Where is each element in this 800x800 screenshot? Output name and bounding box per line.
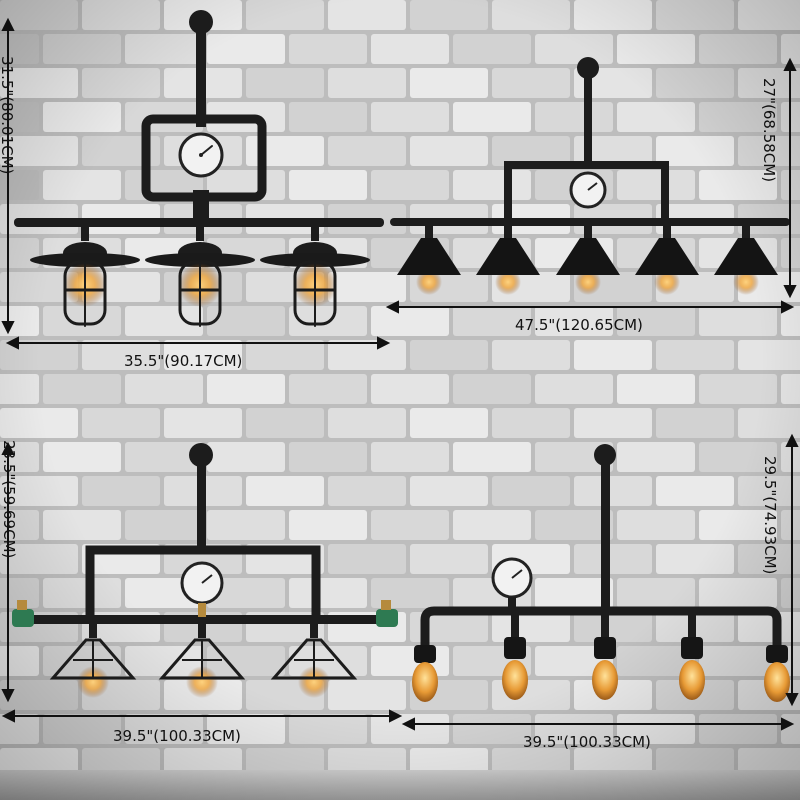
cone-shade <box>397 226 461 295</box>
bare-bulb <box>764 645 790 702</box>
bare-bulb <box>412 645 438 702</box>
fixture-bottom-left <box>12 443 398 698</box>
width-label-bottom-left: 39.5"(100.33CM) <box>113 727 241 745</box>
cone-shade <box>556 226 620 295</box>
pressure-gauge-icon <box>491 557 533 611</box>
bare-bulb <box>592 615 618 700</box>
width-label-top-right: 47.5"(120.65CM) <box>515 316 643 334</box>
width-label-bottom-right: 39.5"(100.33CM) <box>523 733 651 751</box>
pressure-gauge-icon <box>180 561 224 617</box>
width-label-top-left: 35.5"(90.17CM) <box>124 352 243 370</box>
height-label-top-left: 31.5"(80.01CM) <box>0 56 16 175</box>
cone-shade <box>635 226 699 295</box>
wire-cone-cage-shade <box>270 624 358 698</box>
wide-brim-caged-shade <box>260 227 370 327</box>
valve-icon <box>12 600 34 627</box>
wire-cone-cage-shade <box>158 624 246 698</box>
fixture-bottom-right <box>412 444 790 702</box>
bare-bulb <box>679 615 705 700</box>
fixture-top-left <box>14 10 384 327</box>
wide-brim-caged-shade <box>30 227 140 327</box>
cone-shade <box>714 226 778 295</box>
bare-bulb <box>502 615 528 700</box>
wide-brim-caged-shade <box>145 227 255 327</box>
cone-shade <box>476 226 540 295</box>
pressure-gauge-icon <box>178 132 224 178</box>
valve-icon <box>376 600 398 627</box>
height-label-top-right: 27"(68.58CM) <box>760 78 778 183</box>
height-label-bottom-left: 23.5"(59.69CM) <box>0 440 18 559</box>
pressure-gauge-icon <box>569 171 607 209</box>
height-label-bottom-right: 29.5"(74.93CM) <box>761 456 779 575</box>
wire-cone-cage-shade <box>49 624 137 698</box>
dimension-arrows <box>1 17 799 731</box>
fixture-top-right <box>390 57 790 295</box>
